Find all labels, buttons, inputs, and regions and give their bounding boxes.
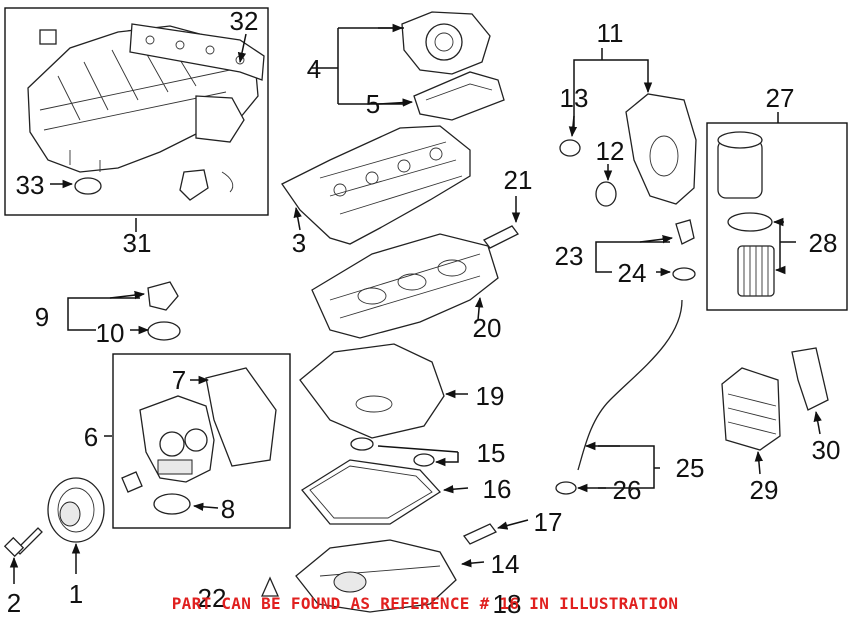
oil-baffle	[299, 343, 445, 439]
callout-32: 32	[230, 6, 259, 36]
seal-15a	[350, 437, 374, 451]
o-ring-24	[672, 267, 696, 281]
sealant-tube-17	[462, 523, 498, 545]
seal-12	[595, 181, 617, 207]
callout-11: 11	[597, 18, 624, 48]
callout-4: 4	[307, 54, 321, 84]
reference-footnote: PART CAN BE FOUND AS REFERENCE # 16 IN I…	[171, 594, 679, 613]
callout-30: 30	[812, 435, 841, 465]
timing-cover	[139, 395, 215, 483]
oil-cooler-gasket	[791, 347, 829, 411]
callout-14: 14	[491, 549, 520, 579]
oil-filler-cap	[147, 281, 179, 311]
callout-5: 5	[366, 89, 380, 119]
callout-27: 27	[766, 83, 795, 113]
callout-22: 22	[198, 583, 227, 613]
callout-21: 21	[504, 165, 533, 195]
callout-33: 33	[16, 170, 45, 200]
cylinder-head	[281, 125, 471, 245]
oil-separator	[401, 11, 491, 75]
o-ring-33	[74, 177, 102, 195]
timing-cover-group-frame	[112, 353, 291, 529]
intake-manifold-group-frame	[4, 7, 269, 216]
callout-29: 29	[750, 475, 779, 505]
callout-15: 15	[477, 438, 506, 468]
o-ring-10	[147, 321, 181, 341]
callout-24: 24	[618, 258, 647, 288]
callout-6: 6	[84, 422, 98, 452]
timing-cover-bolt	[121, 471, 143, 493]
callout-18: 18	[493, 589, 522, 619]
callout-1: 1	[69, 579, 83, 609]
pulley-bolt	[3, 527, 43, 558]
callout-17: 17	[534, 507, 563, 537]
callout-8: 8	[221, 494, 235, 524]
seal-13	[559, 139, 581, 157]
callout-16: 16	[483, 474, 512, 504]
callout-10: 10	[96, 318, 125, 348]
callout-25: 25	[676, 453, 705, 483]
leader-lines	[9, 23, 822, 584]
callout-23: 23	[555, 241, 584, 271]
drain-plug	[260, 576, 280, 597]
timing-chain-cover	[625, 93, 697, 205]
o-ring-26	[555, 481, 577, 495]
oil-filter-cap-27	[717, 131, 763, 199]
oil-cooler	[721, 367, 781, 451]
crankshaft-pulley	[47, 477, 105, 543]
oil-separator-gasket	[413, 71, 505, 121]
callout-9: 9	[35, 302, 49, 332]
oil-pan	[295, 539, 457, 613]
callout-19: 19	[476, 381, 505, 411]
engine-block	[311, 233, 499, 339]
timing-cover-gasket	[205, 367, 277, 467]
callout-12: 12	[596, 136, 625, 166]
callout-7: 7	[172, 365, 186, 395]
callout-2: 2	[7, 588, 21, 618]
filter-cap	[675, 219, 695, 245]
callout-3: 3	[292, 228, 306, 258]
o-ring-28	[727, 212, 773, 232]
sealant-tube-21	[483, 225, 519, 249]
callout-labels: 1 2 3 4 5 6 7 8 9 10 11 12 13 14 15 16 1…	[7, 6, 841, 619]
oil-filter-group-frame	[706, 122, 848, 311]
intake-sensor	[179, 169, 234, 201]
callout-26: 26	[613, 475, 642, 505]
oil-filter-element	[737, 245, 775, 297]
seal-15b	[413, 453, 435, 467]
callout-28: 28	[809, 228, 838, 258]
o-ring-8	[153, 493, 191, 515]
callout-13: 13	[560, 83, 589, 113]
callout-31: 31	[123, 228, 152, 258]
callout-20: 20	[473, 313, 502, 343]
dipstick-tube	[577, 299, 683, 471]
